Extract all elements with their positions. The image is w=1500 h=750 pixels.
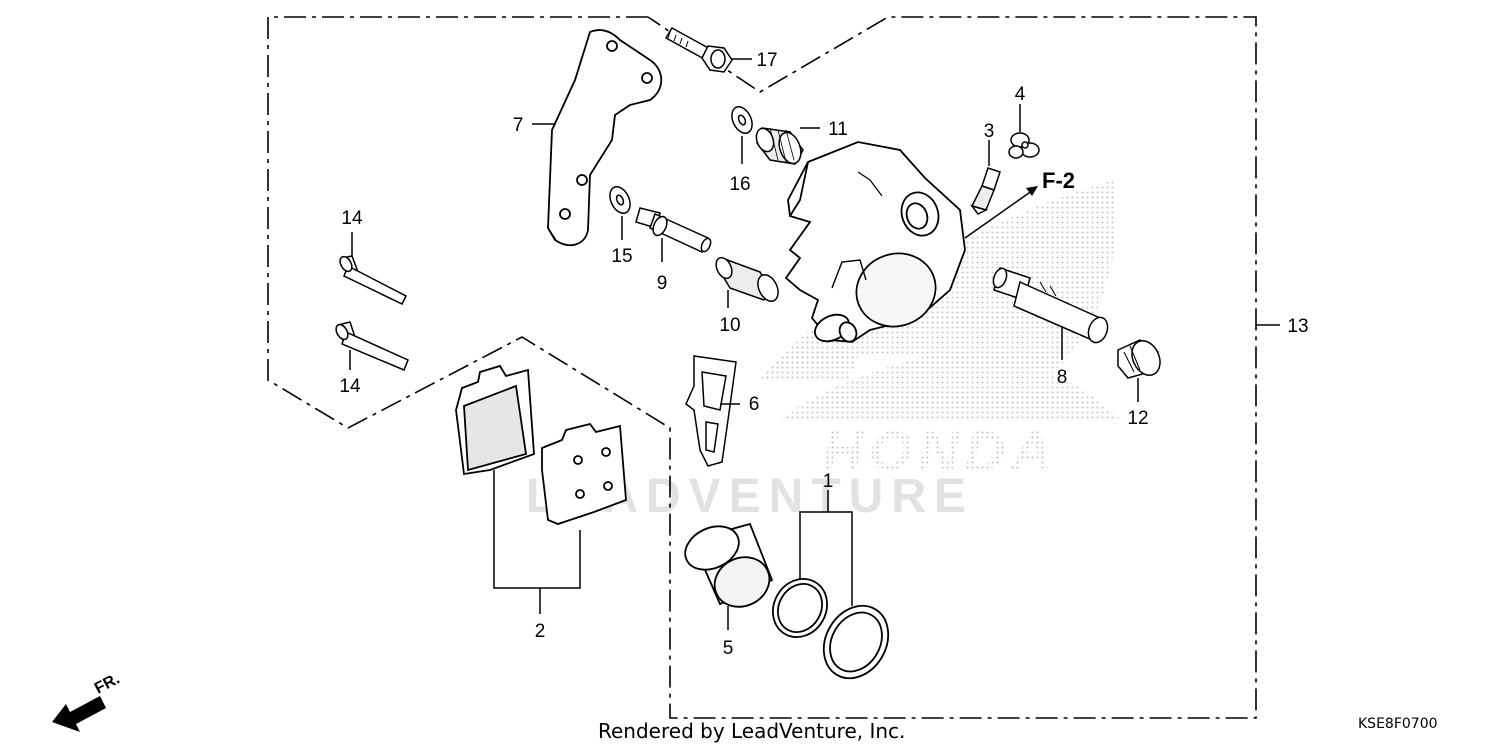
caliper-bracket	[547, 29, 663, 247]
callout-9: 9	[657, 273, 668, 294]
render-credit: Rendered by LeadVenture, Inc.	[598, 719, 906, 743]
callout-12: 12	[1127, 408, 1148, 429]
f2-arrowhead	[1026, 186, 1038, 196]
piston	[684, 522, 774, 608]
pad-pin-upper	[339, 255, 408, 305]
callout-15: 15	[611, 246, 632, 267]
honda-watermark-text: HONDA	[822, 419, 1057, 482]
assembly-boundary	[267, 16, 1257, 719]
bolt	[664, 26, 733, 73]
dust-seal	[822, 604, 890, 680]
washer	[609, 186, 631, 214]
f2-arrow	[964, 187, 1037, 239]
bleeder-valve	[970, 167, 1001, 215]
leader-2	[493, 470, 581, 589]
boot	[755, 127, 804, 165]
f2-reference-label: F-2	[1042, 168, 1075, 193]
leader-1	[799, 511, 853, 606]
callout-14-b: 14	[339, 376, 361, 397]
callout-11: 11	[828, 119, 848, 140]
brake-pad-front	[455, 364, 535, 476]
callout-3: 3	[984, 121, 995, 142]
front-direction-label: FR.	[92, 670, 123, 697]
slide-pin	[992, 267, 1109, 344]
bleeder-cap	[1008, 132, 1040, 159]
pad-pin-lower	[335, 321, 409, 371]
diagram-code: KSE8F0700	[1358, 716, 1438, 732]
callout-5: 5	[723, 638, 734, 659]
callout-17: 17	[756, 50, 777, 71]
callout-6: 6	[749, 394, 760, 415]
pin-cap	[1117, 339, 1161, 379]
callout-7: 7	[513, 115, 524, 136]
callout-13: 13	[1287, 316, 1308, 337]
caliper-body	[784, 141, 966, 343]
callout-8: 8	[1057, 367, 1068, 388]
callout-10: 10	[719, 315, 740, 336]
pin-bolt	[635, 207, 712, 254]
boot	[715, 256, 779, 302]
callout-16: 16	[729, 174, 750, 195]
callout-2: 2	[535, 621, 546, 642]
callout-4: 4	[1015, 84, 1026, 105]
washer	[731, 106, 753, 134]
piston-seal	[772, 578, 828, 638]
callout-14: 14	[341, 208, 363, 229]
pad-spring	[685, 355, 737, 467]
callout-1: 1	[823, 471, 834, 492]
front-direction-arrow	[52, 696, 106, 732]
brake-pad-rear	[541, 422, 627, 525]
